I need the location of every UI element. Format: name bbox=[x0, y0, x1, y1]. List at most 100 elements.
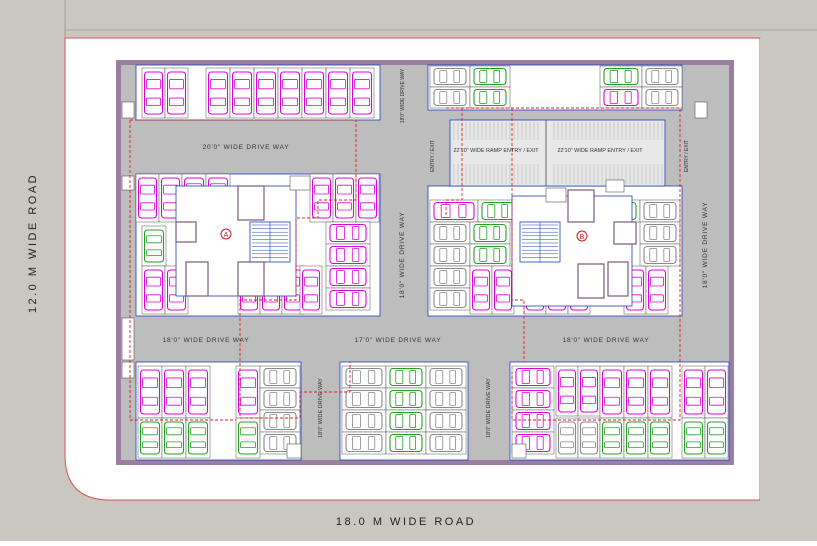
bay-outline bbox=[235, 417, 261, 459]
parking-bay bbox=[185, 417, 211, 459]
car-windshield bbox=[560, 427, 574, 436]
car-windshield bbox=[395, 392, 404, 406]
parking-bay bbox=[577, 417, 601, 459]
car-body bbox=[601, 421, 623, 455]
car-rear-window bbox=[458, 204, 467, 218]
car-windshield bbox=[140, 184, 155, 195]
car-windshield bbox=[487, 204, 496, 218]
bay-outline bbox=[277, 67, 303, 119]
car-body bbox=[473, 67, 507, 86]
driveway-label: 17'0" WIDE DRIVE WAY bbox=[355, 337, 442, 344]
car-windshield bbox=[352, 392, 361, 406]
parking-bay bbox=[641, 86, 683, 109]
car-body bbox=[231, 71, 253, 115]
car-windshield bbox=[479, 70, 488, 83]
parking-bay bbox=[425, 409, 467, 433]
parking-bay bbox=[641, 65, 683, 88]
car-body bbox=[166, 71, 187, 115]
car-body bbox=[207, 71, 229, 115]
car-windshield bbox=[258, 79, 274, 90]
car-body bbox=[473, 223, 507, 243]
car-body bbox=[357, 177, 378, 219]
car-windshield bbox=[604, 427, 620, 436]
car-body bbox=[625, 369, 647, 415]
car-windshield bbox=[240, 377, 256, 389]
car-windshield bbox=[395, 436, 404, 450]
stair-b-treads bbox=[522, 222, 558, 262]
car-rear-window bbox=[493, 248, 500, 262]
parking-bay bbox=[555, 417, 579, 459]
bay-outline bbox=[599, 365, 625, 419]
parking-bay bbox=[647, 417, 673, 459]
car-body bbox=[683, 369, 704, 415]
car-windshield bbox=[395, 414, 404, 428]
car-rear-window bbox=[628, 441, 644, 448]
bay-outline bbox=[137, 365, 163, 419]
car-rear-window bbox=[142, 396, 158, 406]
driveway-label: 18'0" WIDE DRIVE WAY bbox=[399, 212, 406, 299]
car-windshield bbox=[435, 414, 444, 428]
bay-outline bbox=[141, 225, 167, 267]
bay-outline bbox=[425, 365, 467, 389]
bay-outline bbox=[623, 365, 649, 419]
parking-bay bbox=[205, 67, 231, 119]
car-body bbox=[237, 369, 259, 415]
car-rear-window bbox=[142, 441, 158, 448]
car-windshield bbox=[439, 292, 448, 306]
parking-bay bbox=[253, 67, 279, 119]
driveway-label: 18'0" WIDE DRIVE WAY bbox=[486, 378, 492, 438]
car-rear-window bbox=[190, 441, 206, 448]
car-windshield bbox=[650, 276, 664, 287]
car-windshield bbox=[479, 226, 488, 240]
car-body bbox=[389, 433, 423, 453]
car-body bbox=[706, 421, 727, 455]
core-b-lift-1 bbox=[567, 189, 595, 223]
parking-bay bbox=[341, 365, 387, 389]
parking-bay bbox=[469, 243, 511, 267]
utility-block bbox=[286, 443, 302, 459]
car-body bbox=[625, 421, 647, 455]
parking-bay bbox=[137, 365, 163, 419]
car-body bbox=[389, 389, 423, 409]
parking-bay bbox=[385, 387, 427, 411]
car-rear-window bbox=[367, 436, 376, 450]
parking-bay bbox=[425, 365, 467, 389]
car-windshield bbox=[190, 427, 206, 436]
car-body bbox=[143, 229, 165, 263]
car-rear-window bbox=[210, 97, 226, 107]
car-windshield bbox=[282, 79, 298, 90]
parking-bay bbox=[645, 265, 669, 315]
car-rear-window bbox=[240, 396, 256, 406]
car-rear-window bbox=[409, 414, 416, 428]
car-rear-window bbox=[663, 204, 671, 218]
ramp-label: 22'10" WIDE RAMP ENTRY / EXIT bbox=[557, 148, 643, 154]
parking-bay bbox=[301, 67, 327, 119]
car-body bbox=[263, 389, 297, 409]
parking-bay bbox=[577, 365, 601, 417]
bay-outline bbox=[299, 265, 323, 315]
red-dashed-boundary bbox=[129, 107, 681, 421]
bay-outline bbox=[385, 409, 427, 433]
car-windshield bbox=[210, 79, 226, 90]
car-body bbox=[143, 269, 164, 311]
car-body bbox=[649, 421, 671, 455]
car-windshield bbox=[609, 91, 618, 104]
car-rear-window bbox=[351, 292, 360, 306]
core-b-lift-2 bbox=[577, 263, 605, 299]
car-rear-window bbox=[354, 97, 370, 107]
ramp-entry-label: ENTRY / EXIT bbox=[684, 140, 690, 172]
parking-bay bbox=[429, 243, 471, 267]
car-windshield bbox=[269, 370, 278, 384]
parking-bay bbox=[385, 365, 427, 389]
parking-bay bbox=[647, 365, 673, 419]
bay-outline bbox=[645, 265, 669, 315]
car-body bbox=[139, 369, 161, 415]
utility-block bbox=[289, 175, 311, 191]
parking-bay bbox=[704, 365, 729, 419]
parking-bay bbox=[141, 265, 166, 315]
car-rear-window bbox=[190, 396, 206, 406]
car-windshield bbox=[352, 436, 361, 450]
parking-bay bbox=[429, 199, 479, 223]
bay-outline bbox=[704, 365, 729, 419]
